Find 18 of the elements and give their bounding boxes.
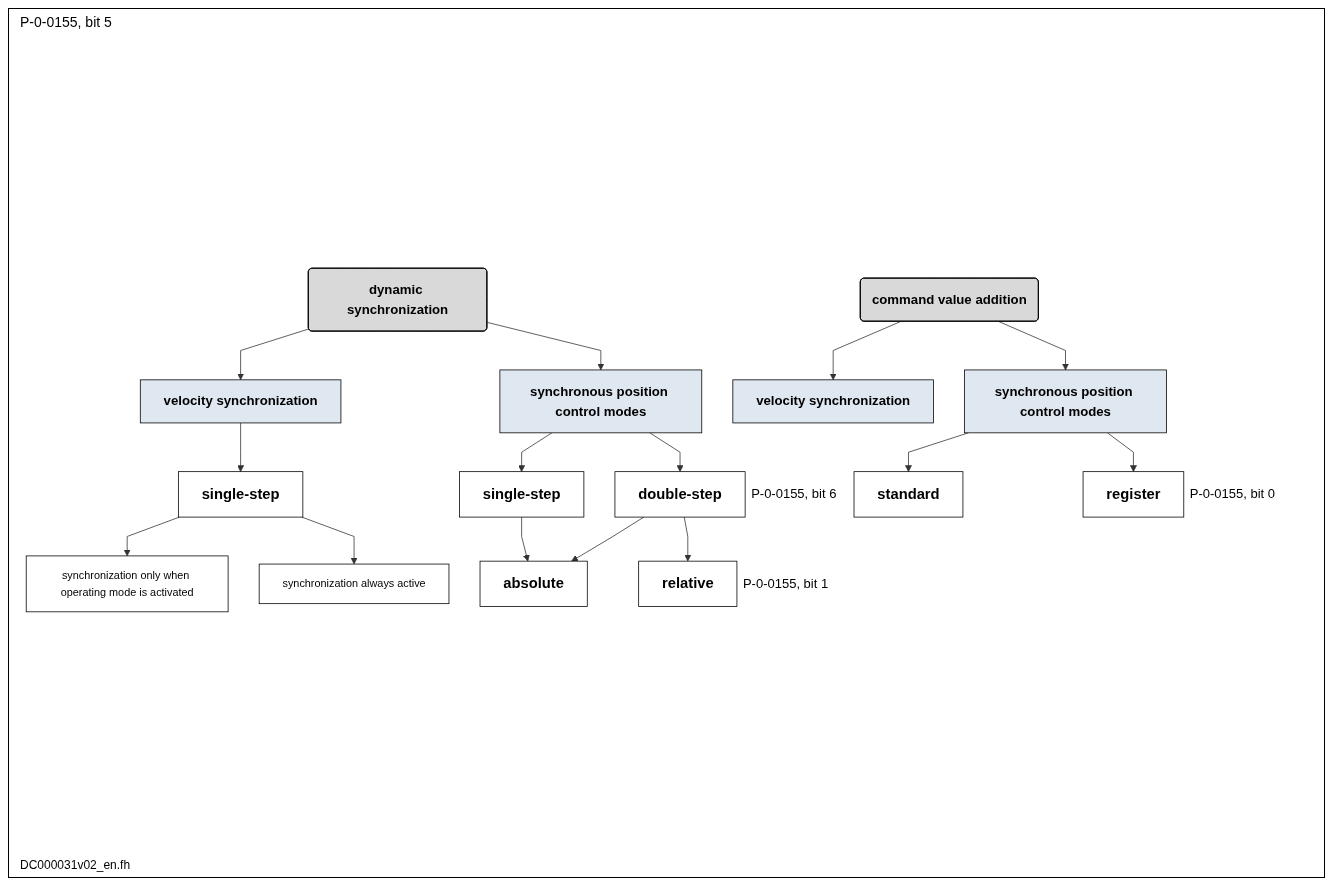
node-box: relative bbox=[638, 560, 738, 607]
node-box: double-step bbox=[614, 471, 746, 518]
node-box: synchronization always active bbox=[258, 563, 450, 605]
parameter-note: P-0-0155, bit 6 bbox=[751, 486, 837, 502]
parameter-note: P-0-0155, bit 5 bbox=[20, 14, 112, 30]
node-box: synchronization only when operating mode is activated bbox=[25, 555, 229, 613]
node-box: velocity synchronization bbox=[139, 379, 342, 424]
node-box: standard bbox=[853, 471, 964, 518]
node-box: synchronous position control modes bbox=[964, 369, 1167, 434]
parameter-note: P-0-0155, bit 1 bbox=[742, 575, 829, 591]
node-box: single-step bbox=[178, 471, 304, 518]
node-box: single-step bbox=[459, 471, 585, 518]
drawing-number: DC000031v02_en.fh bbox=[20, 858, 131, 872]
node-box: absolute bbox=[479, 560, 588, 607]
node-box: velocity synchronization bbox=[732, 379, 934, 424]
node-box: synchronous position control modes bbox=[499, 369, 703, 434]
node-box: register bbox=[1082, 471, 1185, 518]
parameter-note: P-0-0155, bit 0 bbox=[1189, 486, 1276, 502]
